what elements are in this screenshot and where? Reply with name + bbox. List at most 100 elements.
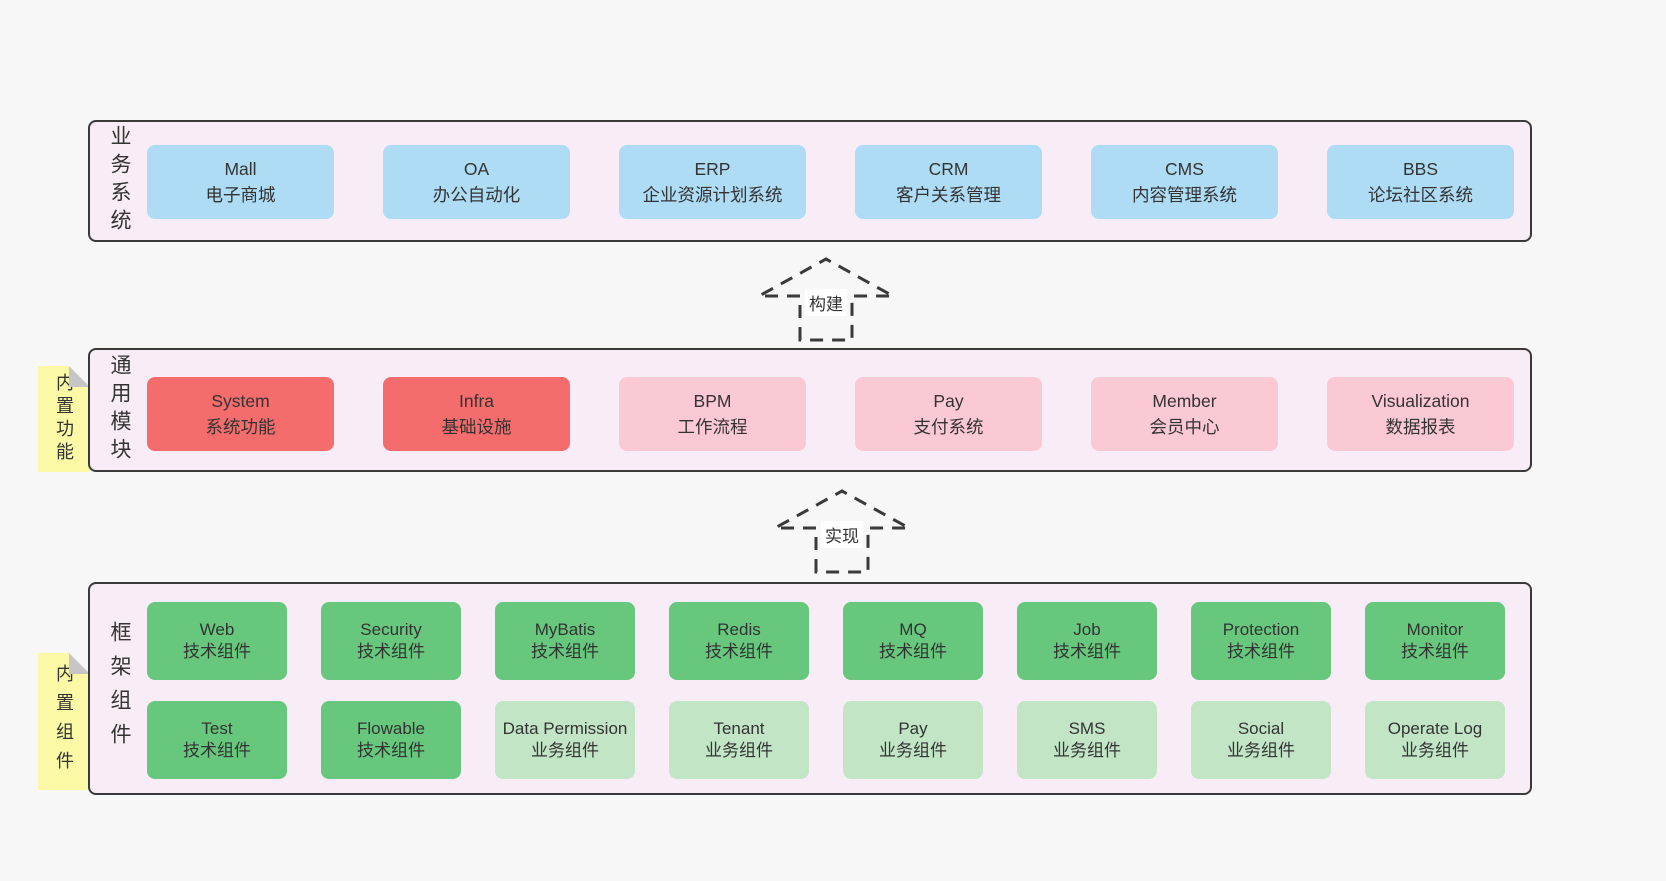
- node-subtitle: 技术组件: [357, 741, 425, 760]
- node-title: CMS: [1165, 158, 1204, 179]
- sticky-note-built-in-components: 内置组件: [38, 653, 90, 790]
- node-tenant: Tenant 业务组件: [669, 701, 809, 779]
- sticky-note-label: 内置组件: [54, 663, 74, 780]
- node-web: Web 技术组件: [147, 602, 287, 680]
- node-title: Flowable: [356, 718, 426, 738]
- node-flowable: Flowable 技术组件: [321, 701, 461, 779]
- node-member: Member 会员中心: [1091, 377, 1278, 451]
- node-title: Security: [360, 619, 422, 639]
- arrow-implement-label: 实现: [821, 521, 863, 548]
- node-data-permission: Data Permission 业务组件: [495, 701, 635, 779]
- fold-corner-icon: [69, 366, 90, 387]
- node-title: Job: [1073, 619, 1101, 639]
- node-title: Mall: [224, 158, 257, 179]
- node-title: SMS: [1068, 718, 1106, 738]
- node-subtitle: 业务组件: [1227, 741, 1295, 760]
- node-title: Social: [1237, 718, 1285, 738]
- node-title: Pay: [933, 390, 964, 411]
- node-subtitle: 会员中心: [1149, 417, 1220, 437]
- framework-row-1: Web 技术组件 Security 技术组件 MyBatis 技术组件 Redi…: [147, 602, 1505, 680]
- node-erp: ERP 企业资源计划系统: [619, 145, 806, 219]
- node-system: System 系统功能: [147, 377, 334, 451]
- node-protection: Protection 技术组件: [1191, 602, 1331, 680]
- node-visualization: Visualization 数据报表: [1327, 377, 1514, 451]
- node-operate-log: Operate Log 业务组件: [1365, 701, 1505, 779]
- sticky-note-label: 内置功能: [54, 373, 74, 465]
- node-subtitle: 业务组件: [531, 741, 599, 760]
- node-infra: Infra 基础设施: [383, 377, 570, 451]
- node-title: Monitor: [1406, 619, 1464, 639]
- business-systems-row: Mall 电子商城 OA 办公自动化 ERP 企业资源计划系统 CRM 客户关系…: [147, 145, 1514, 219]
- node-bbs: BBS 论坛社区系统: [1327, 145, 1514, 219]
- arrow-build: 构建: [756, 256, 896, 342]
- node-subtitle: 支付系统: [913, 417, 984, 437]
- node-security: Security 技术组件: [321, 602, 461, 680]
- node-subtitle: 技术组件: [531, 642, 599, 661]
- node-subtitle: 论坛社区系统: [1368, 185, 1473, 205]
- node-title: Member: [1152, 390, 1217, 411]
- node-oa: OA 办公自动化: [383, 145, 570, 219]
- framework-row-2: Test 技术组件 Flowable 技术组件 Data Permission …: [147, 701, 1505, 779]
- node-title: Visualization: [1371, 390, 1470, 411]
- node-subtitle: 技术组件: [1053, 642, 1121, 661]
- node-subtitle: 工作流程: [677, 417, 748, 437]
- node-cms: CMS 内容管理系统: [1091, 145, 1278, 219]
- arrow-build-label: 构建: [805, 289, 847, 316]
- node-title: ERP: [694, 158, 731, 179]
- node-title: Data Permission: [502, 718, 628, 738]
- node-crm: CRM 客户关系管理: [855, 145, 1042, 219]
- node-sms: SMS 业务组件: [1017, 701, 1157, 779]
- node-bpm: BPM 工作流程: [619, 377, 806, 451]
- node-title: OA: [463, 158, 490, 179]
- node-redis: Redis 技术组件: [669, 602, 809, 680]
- node-title: CRM: [928, 158, 969, 179]
- node-title: Infra: [458, 390, 495, 411]
- panel-title-business: 业务系统: [108, 125, 131, 237]
- sticky-note-built-in-features: 内置功能: [38, 366, 90, 472]
- node-mq: MQ 技术组件: [843, 602, 983, 680]
- node-subtitle: 基础设施: [441, 417, 512, 437]
- node-title: BPM: [693, 390, 732, 411]
- node-subtitle: 数据报表: [1385, 417, 1456, 437]
- node-subtitle: 技术组件: [183, 642, 251, 661]
- node-mall: Mall 电子商城: [147, 145, 334, 219]
- node-subtitle: 客户关系管理: [896, 185, 1001, 205]
- node-title: Redis: [717, 619, 761, 639]
- node-title: Protection: [1222, 619, 1300, 639]
- panel-title-framework: 框架组件: [108, 620, 131, 757]
- node-subtitle: 业务组件: [879, 741, 947, 760]
- node-subtitle: 业务组件: [705, 741, 773, 760]
- business-systems-panel: 业务系统 Mall 电子商城 OA 办公自动化 ERP 企业资源计划系统 CRM…: [88, 120, 1532, 242]
- node-title: Operate Log: [1387, 718, 1483, 738]
- node-mybatis: MyBatis 技术组件: [495, 602, 635, 680]
- node-monitor: Monitor 技术组件: [1365, 602, 1505, 680]
- node-title: BBS: [1402, 158, 1439, 179]
- common-modules-panel: 通用模块 System 系统功能 Infra 基础设施 BPM 工作流程 Pay…: [88, 348, 1532, 472]
- arrow-implement: 实现: [772, 488, 912, 574]
- node-subtitle: 技术组件: [357, 642, 425, 661]
- node-pay-component: Pay 业务组件: [843, 701, 983, 779]
- panel-title-modules: 通用模块: [108, 354, 131, 466]
- node-test: Test 技术组件: [147, 701, 287, 779]
- node-subtitle: 电子商城: [205, 185, 276, 205]
- node-title: MyBatis: [534, 619, 596, 639]
- fold-corner-icon: [69, 653, 90, 674]
- common-modules-row: System 系统功能 Infra 基础设施 BPM 工作流程 Pay 支付系统…: [147, 377, 1514, 451]
- node-subtitle: 技术组件: [705, 642, 773, 661]
- node-subtitle: 办公自动化: [432, 185, 521, 205]
- node-title: Web: [199, 619, 235, 639]
- node-subtitle: 技术组件: [879, 642, 947, 661]
- node-title: Tenant: [713, 718, 765, 738]
- node-pay-system: Pay 支付系统: [855, 377, 1042, 451]
- node-subtitle: 内容管理系统: [1132, 185, 1237, 205]
- node-title: MQ: [899, 619, 927, 639]
- node-job: Job 技术组件: [1017, 602, 1157, 680]
- framework-components-panel: 框架组件 Web 技术组件 Security 技术组件 MyBatis 技术组件…: [88, 582, 1532, 795]
- node-subtitle: 技术组件: [1401, 642, 1469, 661]
- node-subtitle: 业务组件: [1401, 741, 1469, 760]
- node-title: Pay: [898, 718, 928, 738]
- node-social: Social 业务组件: [1191, 701, 1331, 779]
- node-subtitle: 企业资源计划系统: [642, 185, 783, 205]
- node-title: System: [211, 390, 270, 411]
